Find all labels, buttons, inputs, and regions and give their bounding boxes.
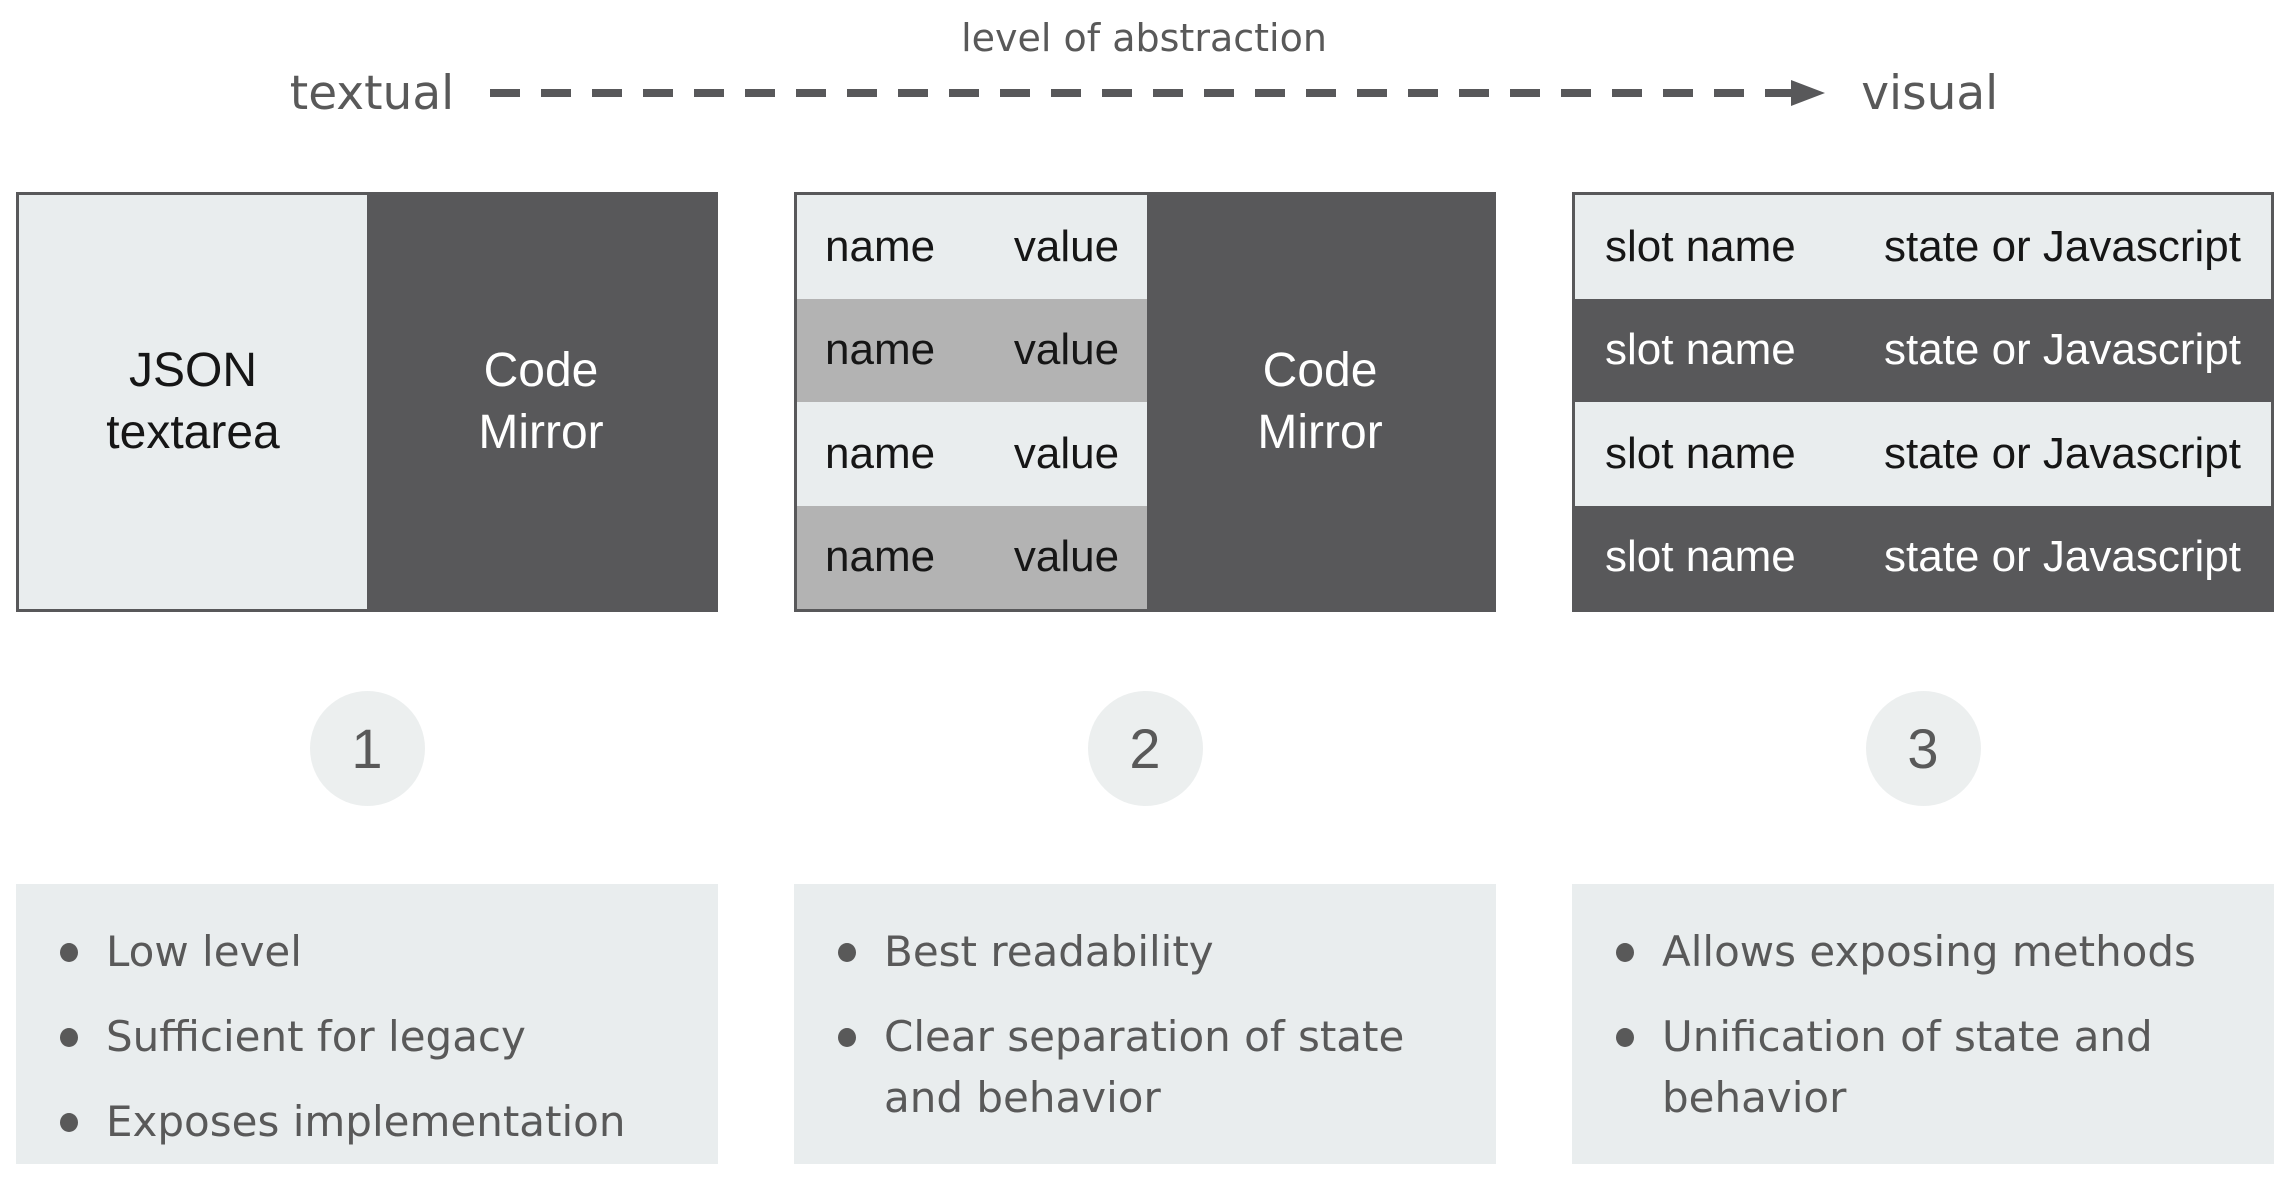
dashed-line — [490, 89, 1792, 98]
slot-row: slot name state or Javascript — [1575, 402, 2271, 506]
cell-name: name — [825, 428, 936, 478]
panel-json-textarea-codemirror: JSON textarea Code Mirror — [16, 192, 718, 612]
bullet-text: Low level — [106, 927, 302, 976]
bullet-text: Best readability — [884, 927, 1214, 976]
bullet-text: Unification of state and behavior — [1662, 1011, 2153, 1122]
bullet-dot-icon — [60, 1112, 78, 1132]
slot-row: slot name state or Javascript — [1575, 505, 2271, 609]
bullet-item: Clear separation of state and behavior — [834, 1007, 1456, 1129]
bullet-item: Unification of state and behavior — [1612, 1007, 2234, 1129]
cell-name: name — [825, 221, 936, 271]
cell-slot-value: state or Javascript — [1883, 428, 2241, 478]
notes-box-1: Low level Sufficient for legacy Exposes … — [16, 884, 718, 1164]
columns-grid: JSON textarea Code Mirror name value nam… — [0, 192, 2288, 1164]
cell-value: value — [1013, 428, 1120, 478]
step-circle-cell-3: 3 — [1572, 612, 2274, 884]
cell-slot-name: slot name — [1605, 325, 1796, 375]
bullet-item: Best readability — [834, 922, 1456, 983]
notes-box-2: Best readability Clear separation of sta… — [794, 884, 1496, 1164]
cell-name: name — [825, 325, 936, 375]
axis-arrow-row: textual visual — [289, 65, 1999, 121]
bullet-text: Clear separation of state and behavior — [884, 1011, 1405, 1122]
bullet-dot-icon — [838, 943, 856, 962]
cell-value: value — [1013, 532, 1120, 582]
step-number-badge-2: 2 — [1087, 690, 1203, 806]
abstraction-axis-header: level of abstraction textual visual — [0, 0, 2288, 192]
bullet-item: Sufficient for legacy — [56, 1007, 678, 1068]
cell-slot-value: state or Javascript — [1883, 325, 2241, 375]
cell-name: name — [825, 532, 936, 582]
bullet-text: Sufficient for legacy — [106, 1011, 526, 1061]
cell-value: value — [1013, 325, 1120, 375]
panel-slot-rows: slot name state or Javascript slot name … — [1572, 192, 2274, 612]
bullet-item: Low level — [56, 922, 678, 983]
codemirror-block-1: Code Mirror — [367, 195, 715, 609]
table-row: name value — [797, 402, 1148, 506]
json-textarea-label-line2: textarea — [106, 406, 280, 459]
textual-label: textual — [289, 65, 455, 121]
step-circle-cell-2: 2 — [794, 612, 1496, 884]
slot-row: slot name state or Javascript — [1575, 195, 2271, 299]
name-value-table: name value name value name value name va… — [797, 195, 1148, 609]
table-row: name value — [797, 298, 1148, 402]
bullet-dot-icon — [1616, 1027, 1634, 1047]
codemirror-label-line1: Code — [1262, 343, 1378, 397]
json-textarea-block: JSON textarea — [19, 195, 367, 609]
codemirror-label-line2: Mirror — [478, 406, 604, 459]
table-row: name value — [797, 505, 1148, 609]
cell-slot-value: state or Javascript — [1883, 532, 2241, 582]
panel-name-value-table-codemirror: name value name value name value name va… — [794, 192, 1496, 612]
bullet-dot-icon — [60, 1027, 78, 1047]
arrow-head-icon — [1791, 80, 1826, 107]
step-circle-cell-1: 1 — [16, 612, 718, 884]
cell-slot-name: slot name — [1605, 428, 1796, 478]
table-row: name value — [797, 195, 1148, 299]
notes-box-3: Allows exposing methods Unification of s… — [1572, 884, 2274, 1164]
bullet-item: Exposes implementation — [56, 1092, 678, 1153]
bullet-dot-icon — [838, 1027, 856, 1047]
bullet-text: Allows exposing methods — [1662, 927, 2196, 976]
bullet-dot-icon — [1616, 943, 1634, 962]
cell-slot-name: slot name — [1605, 532, 1796, 582]
json-textarea-label-line1: JSON — [128, 343, 257, 397]
step-number-badge-1: 1 — [309, 690, 425, 806]
visual-label: visual — [1861, 65, 1999, 121]
bullet-text: Exposes implementation — [106, 1096, 626, 1146]
slot-row: slot name state or Javascript — [1575, 298, 2271, 402]
cell-slot-value: state or Javascript — [1883, 221, 2241, 271]
step-number-badge-3: 3 — [1865, 690, 1981, 806]
bullet-item: Allows exposing methods — [1612, 922, 2234, 983]
codemirror-label-line1: Code — [483, 343, 599, 397]
axis-title: level of abstraction — [961, 16, 1327, 60]
bullet-dot-icon — [60, 943, 78, 962]
codemirror-label-line2: Mirror — [1257, 406, 1383, 459]
cell-slot-name: slot name — [1605, 221, 1796, 271]
dashed-arrow — [490, 79, 1826, 107]
cell-value: value — [1013, 221, 1120, 271]
codemirror-block-2: Code Mirror — [1147, 195, 1493, 609]
